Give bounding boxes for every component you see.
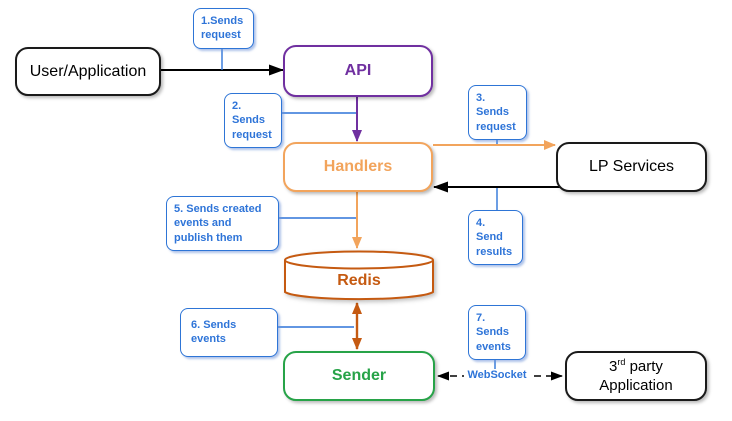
callout-4-send-results: 4. Send results <box>468 210 523 265</box>
callout-5-sends-created-events: 5. Sends created events and publish them <box>166 196 279 251</box>
node-third-party-application: 3rd party Application <box>565 351 707 401</box>
callout-2-sends-request: 2. Sends request <box>224 93 282 148</box>
node-redis: Redis <box>283 250 435 302</box>
redis-cylinder-icon <box>284 250 434 301</box>
node-third-party-label: 3rd party Application <box>599 356 673 395</box>
node-handlers-label: Handlers <box>323 158 393 175</box>
websocket-edge-label: WebSocket <box>464 369 530 381</box>
node-user-application: User/Application <box>15 47 161 96</box>
node-api-label: API <box>344 62 372 79</box>
callout-7-sends-events: 7. Sends events <box>468 305 526 360</box>
node-user-application-label: User/Application <box>29 62 147 80</box>
node-sender-label: Sender <box>331 367 387 384</box>
callout-3-sends-request: 3. Sends request <box>468 85 527 140</box>
node-redis-label: Redis <box>337 272 381 289</box>
node-lp-services: LP Services <box>556 142 707 192</box>
node-sender: Sender <box>283 351 435 401</box>
node-handlers: Handlers <box>283 142 433 192</box>
node-lp-services-label: LP Services <box>588 158 675 175</box>
node-api: API <box>283 45 433 97</box>
callout-1-sends-request: 1.Sends request <box>193 8 254 49</box>
callout-6-sends-events: 6. Sends events <box>180 308 278 357</box>
